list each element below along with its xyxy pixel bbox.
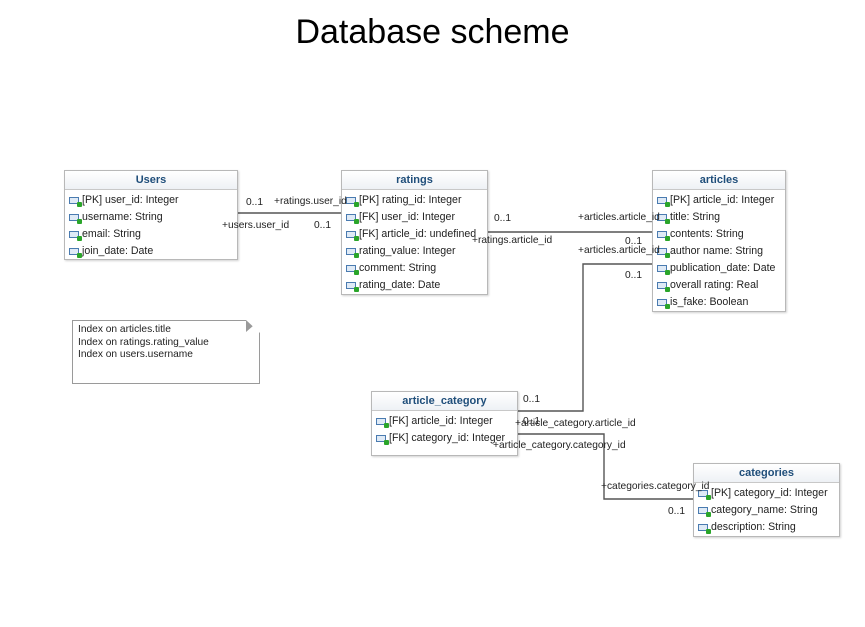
role-categories-category-id: +categories.category_id [601, 481, 710, 492]
attribute-icon [69, 248, 82, 258]
attr-articles-publication-date[interactable]: publication_date: Date [653, 260, 785, 277]
index-note[interactable]: Index on articles.title Index on ratings… [72, 320, 260, 384]
attr-ratings-comment[interactable]: comment: String [342, 260, 487, 277]
role-article-category-category-id: +article_category.category_id [493, 440, 626, 451]
mult-users-ratings-left: 0..1 [246, 197, 263, 208]
entity-articles[interactable]: articles [PK] article_id: Integer title:… [652, 170, 786, 312]
attr-ratings-rating-id[interactable]: [PK] rating_id: Integer [342, 192, 487, 209]
attr-articles-is-fake[interactable]: is_fake: Boolean [653, 294, 785, 311]
attr-ratings-user-id[interactable]: [FK] user_id: Integer [342, 209, 487, 226]
mult-articles-ac-top: 0..1 [625, 270, 642, 281]
note-line: Index on users.username [78, 349, 193, 360]
attribute-icon [657, 231, 670, 241]
attr-articles-contents[interactable]: contents: String [653, 226, 785, 243]
attr-article-category-category-id[interactable]: [FK] category_id: Integer [372, 430, 517, 447]
attr-users-username[interactable]: username: String [65, 209, 237, 226]
entity-categories[interactable]: categories [PK] category_id: Integer cat… [693, 463, 840, 537]
role-articles-article-id: +articles.article_id [578, 212, 660, 223]
note-line: Index on ratings.rating_value [78, 336, 209, 348]
role-articles-article-id-2: +articles.article_id [578, 245, 660, 256]
mult-articles-ac-bottom: 0..1 [523, 394, 540, 405]
attr-articles-article-id[interactable]: [PK] article_id: Integer [653, 192, 785, 209]
note-line: Index on articles.title [78, 324, 171, 335]
role-users-user-id: +users.user_id [222, 220, 290, 231]
attribute-icon [346, 231, 359, 241]
attr-users-join-date[interactable]: join_date: Date [65, 243, 237, 260]
attribute-icon [69, 214, 82, 224]
attribute-icon [657, 265, 670, 275]
entity-users[interactable]: Users [PK] user_id: Integer username: St… [64, 170, 238, 260]
entity-article-category-title: article_category [372, 392, 517, 411]
attribute-icon [657, 214, 670, 224]
entity-ratings-title: ratings [342, 171, 487, 190]
attribute-icon [346, 197, 359, 207]
mult-ac-categories-right: 0..1 [668, 506, 685, 517]
attr-article-category-article-id[interactable]: [FK] article_id: Integer [372, 413, 517, 430]
attr-users-email[interactable]: email: String [65, 226, 237, 243]
attr-categories-category-name[interactable]: category_name: String [694, 502, 839, 519]
attribute-icon [657, 197, 670, 207]
mult-users-ratings-right: 0..1 [314, 220, 331, 231]
entity-article-category[interactable]: article_category [FK] article_id: Intege… [371, 391, 518, 456]
attribute-icon [346, 282, 359, 292]
attribute-icon [346, 248, 359, 258]
attr-ratings-article-id[interactable]: [FK] article_id: undefined [342, 226, 487, 243]
attribute-icon [698, 524, 711, 534]
role-article-category-article-id: +article_category.article_id [515, 418, 636, 429]
role-ratings-article-id: +ratings.article_id [472, 235, 553, 246]
entity-categories-title: categories [694, 464, 839, 483]
attr-categories-description[interactable]: description: String [694, 519, 839, 536]
role-ratings-user-id: +ratings.user_id [274, 196, 347, 207]
attr-users-user-id[interactable]: [PK] user_id: Integer [65, 192, 237, 209]
attr-categories-category-id[interactable]: [PK] category_id: Integer [694, 485, 839, 502]
entity-users-title: Users [65, 171, 237, 190]
attribute-icon [69, 197, 82, 207]
attribute-icon [376, 435, 389, 445]
mult-ratings-articles-left: 0..1 [494, 213, 511, 224]
attribute-icon [698, 490, 711, 500]
diagram-title: Database scheme [295, 13, 570, 51]
attr-articles-title[interactable]: title: String [653, 209, 785, 226]
mult-ratings-articles-right: 0..1 [625, 236, 642, 247]
attribute-icon [657, 248, 670, 258]
attribute-icon [698, 507, 711, 517]
link-articles-article-category [516, 263, 652, 412]
attribute-icon [657, 282, 670, 292]
attr-ratings-rating-value[interactable]: rating_value: Integer [342, 243, 487, 260]
attr-ratings-rating-date[interactable]: rating_date: Date [342, 277, 487, 294]
attr-articles-overall-rating[interactable]: overall rating: Real [653, 277, 785, 294]
attribute-icon [69, 231, 82, 241]
entity-ratings[interactable]: ratings [PK] rating_id: Integer [FK] use… [341, 170, 488, 295]
attribute-icon [657, 299, 670, 309]
mult-ac-categories-left: 0..1 [523, 416, 540, 427]
attribute-icon [376, 418, 389, 428]
attribute-icon [346, 265, 359, 275]
attr-articles-author-name[interactable]: author name: String [653, 243, 785, 260]
attribute-icon [346, 214, 359, 224]
entity-articles-title: articles [653, 171, 785, 190]
